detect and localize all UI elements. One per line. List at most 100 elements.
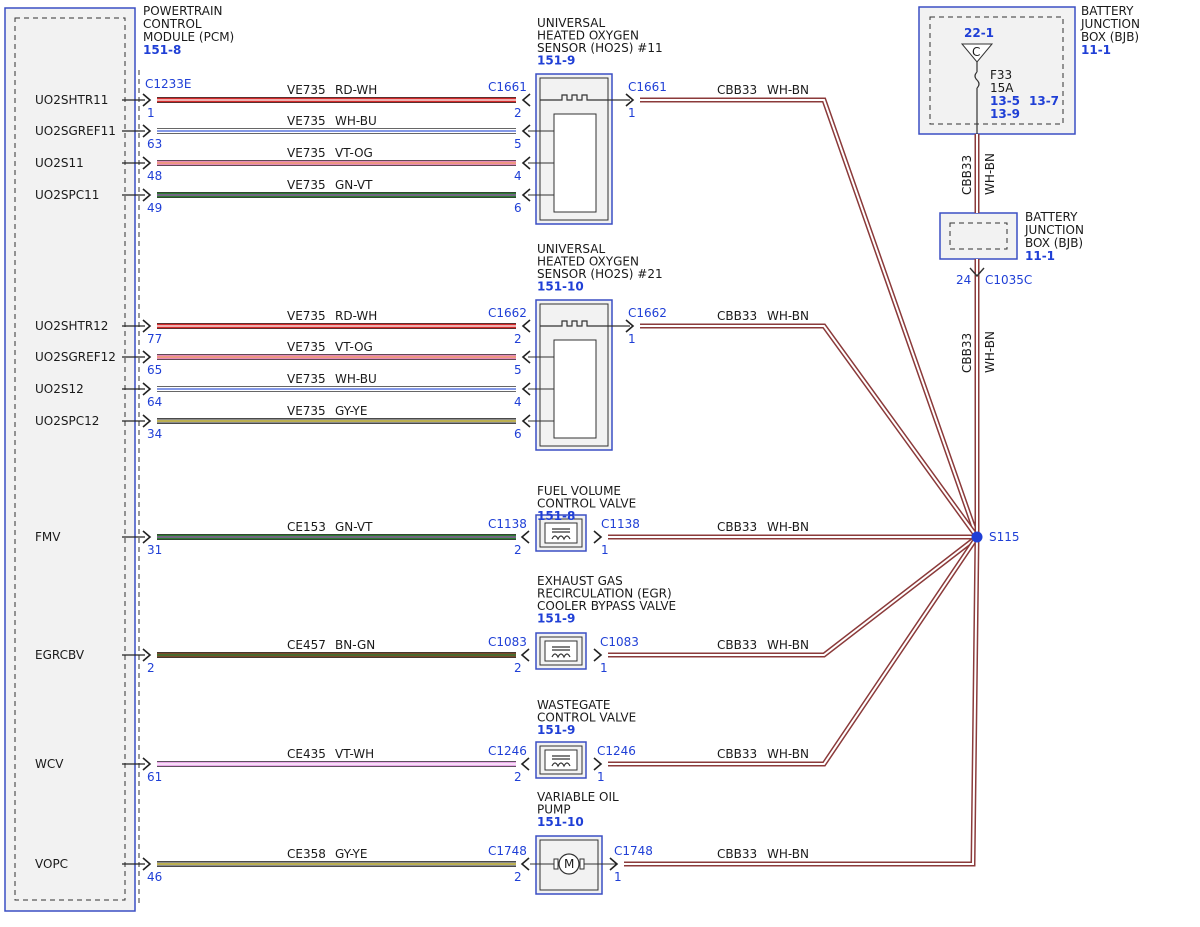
out-wire-6[interactable] [624, 536, 980, 867]
component-6-title-2: PUMP [537, 803, 571, 817]
wire-color-11: VT-WH [335, 747, 374, 761]
pcm-pin-arrow-icon-7 [142, 382, 152, 396]
pcm-pin-arrow-icon-4 [142, 188, 152, 202]
component-2[interactable] [528, 299, 630, 451]
out-arrow-icon-1 [625, 93, 635, 107]
component-1-out-pin: 1 [628, 106, 636, 120]
component-3[interactable] [535, 514, 587, 552]
pcm-pin-12: 46 [147, 870, 162, 884]
wire-circuit-7: VE735 [287, 372, 326, 386]
component-5-out-connector: C1246 [597, 744, 636, 758]
comp-pin-10: 2 [514, 661, 522, 675]
vwire-2-color: WH-BN [983, 331, 997, 373]
comp-pin-arrow-icon-7 [521, 382, 531, 396]
bjb-mid[interactable] [939, 212, 1018, 260]
component-6[interactable]: M [530, 835, 616, 895]
out-wire-2[interactable] [640, 323, 980, 539]
component-1[interactable] [528, 73, 630, 225]
bjb-top-title-2: JUNCTION [1080, 17, 1140, 31]
pcm-pin-11: 61 [147, 770, 162, 784]
component-1-title-3: SENSOR (HO2S) #11 [537, 41, 663, 55]
comp-pin-1: 2 [514, 106, 522, 120]
component-5[interactable] [535, 741, 587, 779]
pcm-title-2: CONTROL [143, 17, 202, 31]
comp-pin-12: 2 [514, 870, 522, 884]
fuse-terminal-icon [960, 43, 994, 63]
component-1-ref: 151-9 [537, 54, 575, 68]
out-circuit-1: CBB33 [717, 83, 757, 97]
pcm-pin-6: 65 [147, 363, 162, 377]
component-4-ref: 151-9 [537, 612, 575, 626]
solenoid-icon [544, 522, 578, 544]
splice-s115[interactable] [971, 531, 983, 543]
bjb-fuse-ref: 22-1 [964, 26, 994, 40]
bjb-mid-title-3: BOX (BJB) [1025, 236, 1083, 250]
component-5-out-pin: 1 [597, 770, 605, 784]
bjb-mid-title-2: JUNCTION [1024, 223, 1084, 237]
signal-label-5: UO2SHTR12 [35, 319, 108, 333]
solenoid-icon [544, 749, 578, 771]
wire-circuit-1: VE735 [287, 83, 326, 97]
signal-label-1: UO2SHTR11 [35, 93, 108, 107]
comp-pin-arrow-icon-4 [521, 188, 531, 202]
comp-connector-10: C1083 [488, 635, 527, 649]
component-4-title-2: RECIRCULATION (EGR) [537, 587, 672, 601]
component-6-title-1: VARIABLE OIL [537, 790, 619, 804]
out-arrow-icon-2 [625, 319, 635, 333]
pcm-pin-arrow-icon-8 [142, 414, 152, 428]
bjb-top[interactable] [918, 6, 1076, 135]
wire-circuit-8: VE735 [287, 404, 326, 418]
out-circuit-5: CBB33 [717, 747, 757, 761]
signal-label-12: VOPC [35, 857, 68, 871]
vwire-1-circuit: CBB33 [960, 155, 974, 195]
out-arrow-icon-5 [593, 757, 603, 771]
pcm-module[interactable] [4, 7, 140, 912]
signal-label-3: UO2S11 [35, 156, 84, 170]
comp-connector-9: C1138 [488, 517, 527, 531]
pcm-pin-2: 63 [147, 137, 162, 151]
pcm-pin-arrow-icon-2 [142, 124, 152, 138]
pcm-pin-10: 2 [147, 661, 155, 675]
pcm-pin-7: 64 [147, 395, 162, 409]
component-5-ref: 151-9 [537, 723, 575, 737]
component-3-ref: 151-8 [537, 509, 575, 523]
pcm-pin-3: 48 [147, 169, 162, 183]
comp-pin-6: 5 [514, 363, 522, 377]
wire-circuit-10: CE457 [287, 638, 326, 652]
out-arrow-icon-6 [609, 857, 619, 871]
out-color-2: WH-BN [767, 309, 809, 323]
vwire-2-circuit: CBB33 [960, 333, 974, 373]
signal-label-6: UO2SGREF12 [35, 350, 116, 364]
wire-circuit-9: CE153 [287, 520, 326, 534]
bjb-mid-pin: 24 [956, 273, 971, 287]
component-5-title-1: WASTEGATE [537, 698, 610, 712]
comp-connector-11: C1246 [488, 744, 527, 758]
pcm-pin-arrow-icon-5 [142, 319, 152, 333]
signal-label-7: UO2S12 [35, 382, 84, 396]
signal-label-4: UO2SPC11 [35, 188, 99, 202]
pcm-pin-arrow-icon-10 [142, 648, 152, 662]
component-4-title-3: COOLER BYPASS VALVE [537, 599, 676, 613]
component-2-out-pin: 1 [628, 332, 636, 346]
component-2-title-2: HEATED OXYGEN [537, 255, 639, 269]
motor-icon [558, 853, 580, 875]
component-4[interactable] [535, 632, 587, 670]
comp-pin-7: 4 [514, 395, 522, 409]
comp-pin-arrow-icon-2 [521, 124, 531, 138]
out-wire-5[interactable] [608, 535, 980, 767]
fuse-icon [974, 62, 980, 134]
bjb-ref-a: 13-5 [990, 94, 1020, 108]
out-wire-4[interactable] [608, 535, 979, 658]
pcm-pin-5: 77 [147, 332, 162, 346]
bjb-ref-c: 13-9 [990, 107, 1020, 121]
comp-pin-arrow-icon-8 [521, 414, 531, 428]
out-wire-1[interactable] [640, 97, 980, 538]
wire-circuit-5: VE735 [287, 309, 326, 323]
pcm-pin-8: 34 [147, 427, 162, 441]
pcm-title-3: MODULE (PCM) [143, 30, 234, 44]
out-circuit-6: CBB33 [717, 847, 757, 861]
out-arrow-icon-3 [593, 530, 603, 544]
bjb-fuse-letter: C [972, 45, 980, 59]
pcm-pin-4: 49 [147, 201, 162, 215]
